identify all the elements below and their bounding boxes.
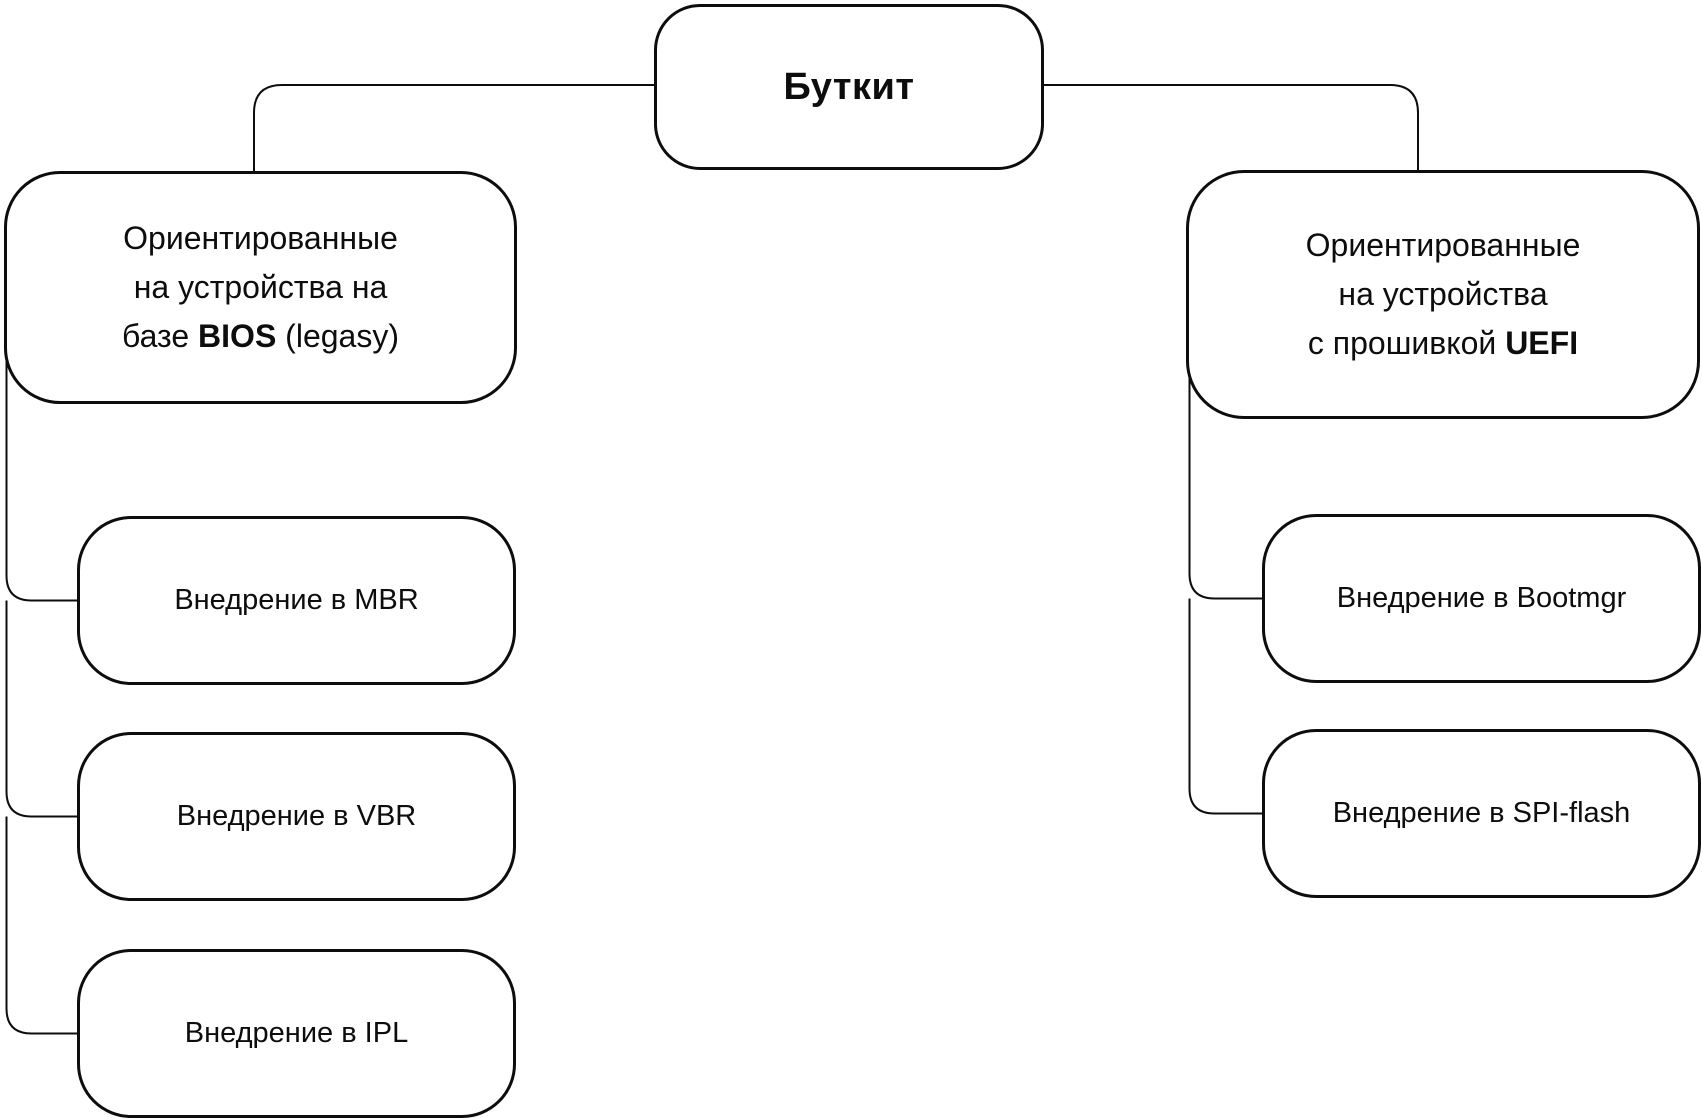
uefi-parent-line3-bold: UEFI <box>1505 325 1579 361</box>
node-child-ipl: Внедрение в IPL <box>77 949 516 1118</box>
connector-root-to-right-parent <box>1044 84 1419 172</box>
bios-parent-line3-post: (legasy) <box>276 318 399 354</box>
child-vbr-label: Внедрение в VBR <box>176 800 417 832</box>
child-spi-flash-label: Внедрение в SPI-flash <box>1332 797 1631 829</box>
uefi-parent-line3: с прошивкой UEFI <box>1308 319 1578 368</box>
uefi-parent-line2: на устройства <box>1338 276 1548 312</box>
child-mbr-label: Внедрение в MBR <box>174 584 419 616</box>
connector-right-parent-to-children <box>1188 355 1264 815</box>
uefi-parent-line3-pre: с прошивкой <box>1307 325 1506 361</box>
node-child-bootmgr: Внедрение в Bootmgr <box>1262 514 1701 683</box>
node-child-vbr: Внедрение в VBR <box>77 732 516 901</box>
bios-parent-line1: Ориентированные <box>123 220 398 256</box>
node-uefi-parent: Ориентированные на устройства с прошивко… <box>1186 170 1700 419</box>
bios-parent-line3-bold: BIOS <box>198 318 277 354</box>
connector-left-parent-to-children <box>5 340 79 1035</box>
node-child-spi-flash: Внедрение в SPI-flash <box>1262 729 1701 898</box>
bios-parent-line3-pre: базе <box>122 318 199 354</box>
connector-root-to-left-parent <box>253 84 656 173</box>
child-ipl-label: Внедрение в IPL <box>184 1017 409 1049</box>
node-bios-parent: Ориентированные на устройства на базе BI… <box>4 171 517 404</box>
node-child-mbr: Внедрение в MBR <box>77 516 516 685</box>
node-root-label: Буткит <box>783 65 915 108</box>
child-bootmgr-label: Внедрение в Bootmgr <box>1336 582 1627 614</box>
bios-parent-line3: базе BIOS (legasy) <box>122 312 399 361</box>
bios-parent-line2: на устройства на <box>133 269 388 305</box>
node-root: Буткит <box>654 4 1044 170</box>
uefi-parent-line1: Ориентированные <box>1305 227 1581 263</box>
